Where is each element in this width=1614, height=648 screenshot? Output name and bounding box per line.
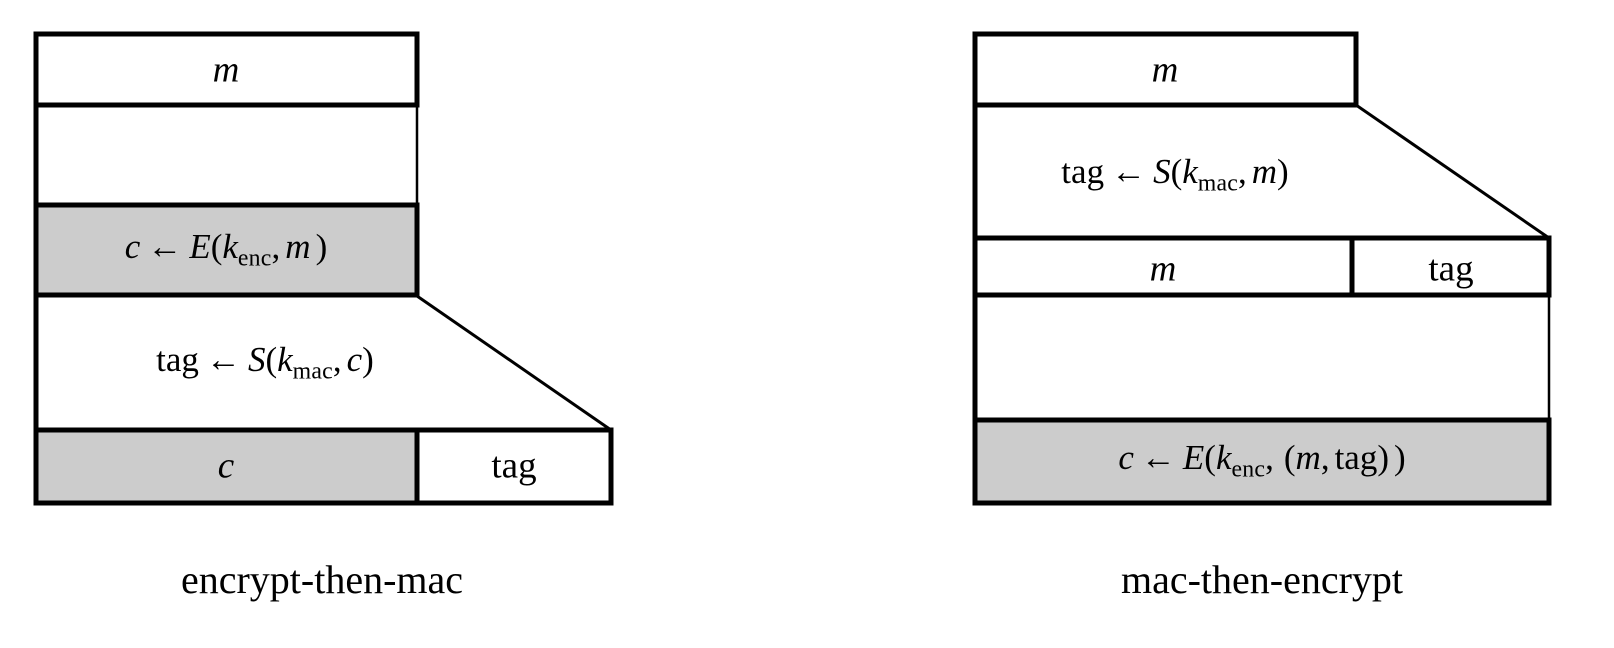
right-intermediate-m-label: m — [1149, 248, 1177, 290]
left-mac-arrow: ← — [205, 339, 241, 379]
right-encrypt-key: k — [1215, 437, 1232, 477]
left-expander-diagonal — [416, 294, 612, 432]
left-mac-result: tag — [156, 339, 199, 379]
right-encrypt-expression: c←E(kenc,(m,tag)) — [1118, 440, 1405, 482]
right-expander-diagonal — [1355, 103, 1550, 240]
left-mac-key: k — [277, 339, 293, 379]
left-mac-expression: tag←S(kmac,c) — [156, 342, 374, 384]
right-mac-func: S — [1153, 151, 1171, 191]
right-encrypt-box — [972, 417, 1552, 506]
left-encrypt-func: E — [189, 226, 211, 266]
left-input-box — [33, 31, 420, 108]
left-encrypt-result: c — [124, 226, 141, 266]
left-encrypt-arg: m — [285, 226, 311, 266]
left-diagram-group — [33, 31, 614, 506]
left-mac-comma: , — [332, 339, 342, 379]
right-mac-open-paren: ( — [1170, 151, 1183, 191]
right-encrypt-arg2: tag — [1334, 437, 1378, 477]
left-encrypt-key: k — [222, 226, 238, 266]
right-mac-close-paren: ) — [1277, 151, 1289, 191]
left-encrypt-box — [33, 202, 420, 298]
left-output-tag-label: tag — [491, 445, 537, 487]
left-output-c-label: c — [217, 445, 235, 487]
right-intermediate-tag-segment — [1349, 235, 1552, 298]
left-output-c-segment — [33, 427, 420, 506]
left-encrypt-comma: , — [271, 226, 281, 266]
left-mac-key-subscript: mac — [292, 358, 333, 385]
left-encrypt-expression: c←E(kenc,m) — [125, 229, 327, 271]
right-encrypt-result: c — [1118, 437, 1134, 477]
right-encrypt-arrow: ← — [1140, 437, 1176, 477]
right-encrypt-inner-comma: , — [1320, 437, 1330, 477]
right-input-label: m — [1151, 49, 1179, 91]
right-mac-result: tag — [1061, 151, 1105, 191]
left-encrypt-open-paren: ( — [210, 226, 223, 266]
left-encrypt-key-subscript: enc — [237, 245, 272, 272]
left-diagram-caption: encrypt-then-mac — [180, 557, 464, 602]
right-encrypt-key-subscript: enc — [1231, 456, 1266, 483]
left-encrypt-close-paren: ) — [315, 226, 328, 266]
right-encrypt-comma: , — [1265, 437, 1274, 477]
left-input-label: m — [212, 49, 240, 91]
right-encrypt-arg1: m — [1295, 437, 1321, 477]
right-encrypt-open-paren: ( — [1204, 437, 1216, 477]
right-encrypt-func: E — [1182, 437, 1205, 477]
right-mac-expression: tag←S(kmac,m) — [1061, 154, 1288, 196]
left-mac-close-paren: ) — [362, 339, 374, 379]
left-output-tag-segment — [414, 427, 614, 506]
right-mac-comma: , — [1238, 151, 1247, 191]
right-mac-key: k — [1182, 151, 1198, 191]
left-mac-arg: c — [346, 339, 363, 379]
right-mac-key-subscript: mac — [1197, 170, 1239, 197]
right-diagram-caption: mac-then-encrypt — [1120, 557, 1404, 602]
right-input-box — [972, 31, 1359, 108]
right-diagram-group — [972, 31, 1552, 506]
left-mac-open-paren: ( — [265, 339, 278, 379]
right-mac-arrow: ← — [1111, 151, 1147, 191]
right-mac-arg: m — [1251, 151, 1278, 191]
left-encrypt-arrow: ← — [147, 226, 183, 266]
right-encrypt-inner-close-paren: ) — [1377, 437, 1389, 477]
left-mac-func: S — [247, 339, 266, 379]
right-encrypt-close-paren: ) — [1393, 437, 1406, 477]
right-encrypt-inner-open-paren: ( — [1283, 437, 1296, 477]
right-intermediate-tag-label: tag — [1428, 248, 1474, 290]
